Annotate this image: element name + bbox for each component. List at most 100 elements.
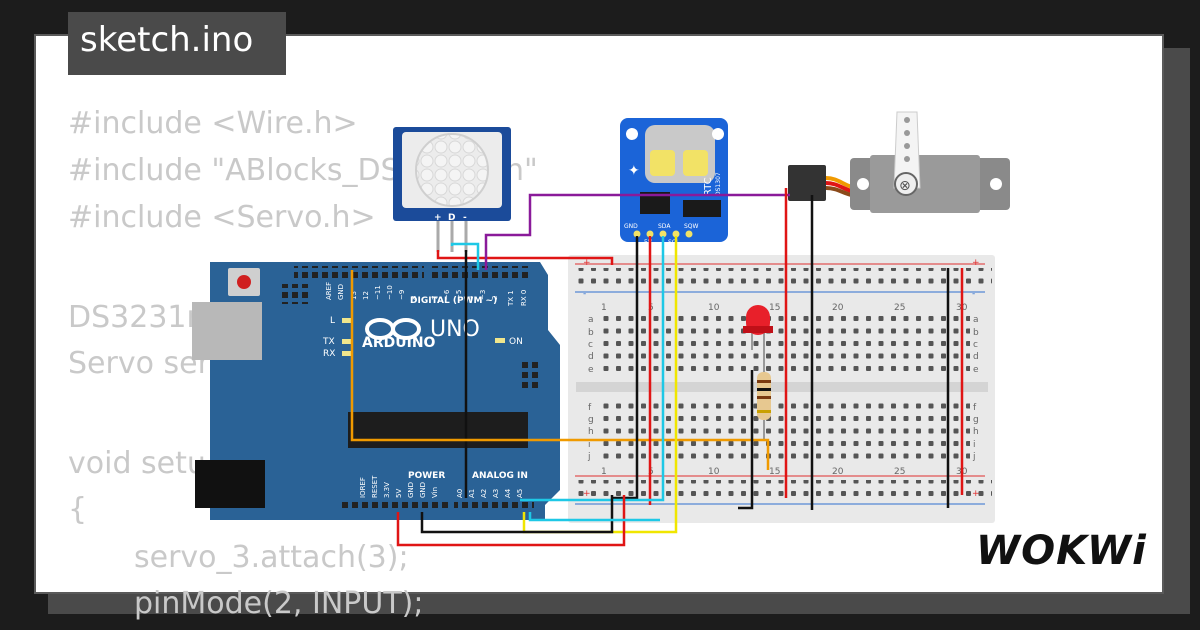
row-letter: f — [588, 403, 592, 413]
power-label: POWER — [408, 471, 445, 481]
row-letter: e — [973, 365, 979, 375]
col-number: 20 — [832, 303, 844, 313]
row-letter: f — [973, 403, 977, 413]
resistor[interactable] — [757, 350, 771, 440]
row-letter: b — [973, 328, 979, 338]
code-line: DS3231r — [68, 300, 199, 335]
code-line: #include <Servo.h> — [68, 200, 376, 235]
row-letter: g — [588, 415, 594, 425]
pin-label: ~11 — [374, 285, 382, 300]
pir-sensor[interactable]: + D - — [393, 127, 511, 252]
row-letter: d — [973, 352, 979, 362]
rtc-module[interactable]: ✦ RTC DS1307 GND 5V SDA SCL SQW — [620, 118, 728, 246]
pin-label: 3.3V — [383, 482, 391, 498]
pir-pin-label: + — [434, 213, 442, 223]
l-label: L — [330, 316, 335, 326]
rail-minus: - — [583, 289, 586, 299]
rail-plus: + — [972, 489, 980, 499]
row-letter: j — [587, 452, 591, 462]
row-letter: c — [588, 340, 593, 350]
row-letter: d — [588, 352, 594, 362]
rx-label: RX — [323, 349, 335, 359]
col-number: 15 — [769, 303, 780, 313]
pin-label: IOREF — [359, 477, 367, 498]
wokwi-logo: WOKWi — [976, 528, 1147, 574]
pin-label: A0 — [456, 489, 464, 498]
pin-label: A2 — [480, 489, 488, 498]
pin-label: ~5 — [455, 290, 463, 300]
rtc-label: RTC — [703, 177, 714, 196]
servo-screw-icon: ⊗ — [899, 178, 911, 194]
pin-label: AREF — [325, 282, 333, 300]
pin-label: GND — [419, 482, 427, 498]
rtc-pin-label: GND — [624, 223, 638, 230]
pin-label: ~6 — [443, 289, 451, 300]
rtc-pin-label: 5V — [644, 239, 653, 246]
pin-label: ~9 — [398, 290, 406, 300]
pin-label: 4 — [467, 295, 475, 300]
row-letter: g — [973, 415, 979, 425]
col-number: 10 — [708, 303, 720, 313]
pin-label: GND — [407, 482, 415, 498]
arduino-uno[interactable]: ARDUINO UNO DIGITAL (PWM ~) POWER ANALOG… — [192, 262, 560, 520]
pin-label: 7 — [431, 296, 439, 300]
col-number: 25 — [894, 467, 905, 477]
pin-label: 8 — [410, 296, 418, 300]
code-line: { — [68, 492, 88, 527]
pin-label: RX 0 — [520, 290, 528, 306]
pin-label: 5V — [395, 489, 403, 498]
pin-label: TX 1 — [507, 290, 515, 307]
pin-label: ~3 — [479, 290, 487, 300]
pin-label: ~10 — [386, 285, 394, 300]
row-letter: a — [588, 315, 594, 325]
row-letter: a — [973, 315, 979, 325]
code-line: void setu — [68, 446, 206, 481]
rtc-chip-label: DS1307 — [715, 172, 722, 196]
pin-label: 12 — [362, 291, 370, 300]
power-jack — [195, 460, 265, 508]
rail-minus: - — [972, 289, 975, 299]
digital-label: DIGITAL (PWM ~) — [410, 296, 497, 306]
breadboard: 1 5 10 15 20 25 30 1 5 10 15 20 25 30 a … — [568, 255, 995, 523]
row-letter: j — [972, 452, 976, 462]
pin-label: A4 — [504, 488, 512, 498]
row-letter: i — [588, 440, 591, 450]
pir-pin-label: - — [463, 213, 467, 223]
red-led[interactable] — [743, 305, 773, 350]
rtc-pin-label: SDA — [658, 223, 671, 230]
usb-port — [192, 302, 262, 360]
code-line: #include <Wire.h> — [68, 106, 358, 141]
servo-motor[interactable]: ⊗ — [788, 111, 1010, 213]
arduino-model: UNO — [430, 317, 480, 342]
pin-label: A1 — [468, 489, 476, 498]
servo-horn[interactable] — [893, 111, 921, 189]
rail-plus: + — [583, 258, 591, 268]
pin-label: Vin — [431, 487, 439, 498]
code-line: pinMode(2, INPUT); — [134, 586, 424, 621]
filename-tab[interactable] — [68, 12, 286, 75]
on-label: ON — [509, 337, 523, 347]
rail-plus: + — [583, 489, 591, 499]
analog-label: ANALOG IN — [472, 471, 528, 481]
pin-label: A3 — [492, 489, 500, 498]
servo-connector — [788, 165, 826, 201]
atmega-chip — [348, 412, 528, 448]
pin-label: RESET — [371, 475, 379, 498]
fresnel-lens-icon — [415, 133, 489, 207]
rtc-pin-label: SCL — [668, 239, 680, 246]
rail-plus: + — [972, 258, 980, 268]
filename-label: sketch.ino — [80, 20, 254, 60]
code-line: #include "ABlocks_DS — [68, 153, 400, 188]
row-letter: i — [973, 440, 976, 450]
row-letter: e — [588, 365, 594, 375]
code-line: servo_3.attach(3); — [134, 540, 409, 575]
col-number: 10 — [708, 467, 720, 477]
pin-label: 2 — [491, 296, 499, 300]
col-number: 25 — [894, 303, 905, 313]
star-icon: ✦ — [628, 163, 640, 179]
row-letter: c — [973, 340, 978, 350]
row-letter: b — [588, 328, 594, 338]
rtc-pin-label: SQW — [684, 223, 699, 230]
pir-pin-label: D — [448, 213, 455, 223]
pin-label: 13 — [350, 291, 358, 300]
